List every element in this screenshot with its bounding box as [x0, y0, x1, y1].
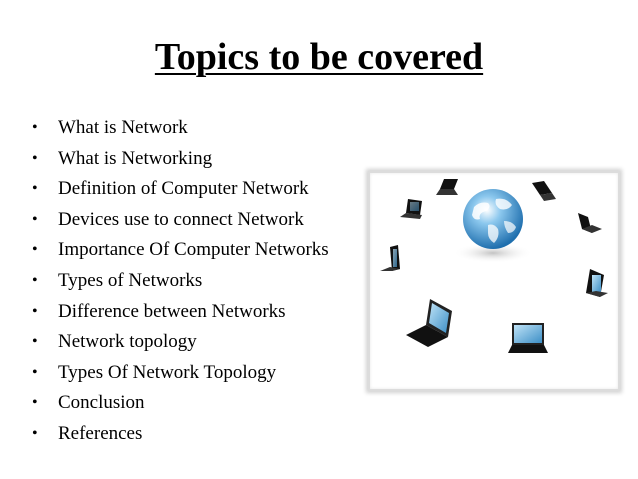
laptop-icon — [436, 179, 458, 195]
laptop-icon — [578, 213, 602, 233]
bullet-icon: • — [32, 180, 38, 198]
list-item: • Importance Of Computer Networks — [30, 235, 329, 266]
bullet-icon: • — [32, 363, 38, 381]
laptop-icon — [586, 269, 608, 297]
list-item: • What is Network — [30, 113, 329, 144]
bullet-icon: • — [32, 394, 38, 412]
laptop-icon — [508, 323, 548, 353]
list-item: • Definition of Computer Network — [30, 174, 329, 205]
list-item: • What is Networking — [30, 144, 329, 175]
bullet-icon: • — [32, 210, 38, 228]
globe-with-laptops-network-icon — [380, 179, 608, 353]
laptop-icon — [400, 199, 422, 219]
list-item: • References — [30, 419, 329, 450]
list-item: • Types of Networks — [30, 266, 329, 297]
list-item-text: References — [58, 422, 143, 444]
globe-icon — [463, 189, 523, 249]
list-item-text: What is Networking — [58, 147, 213, 169]
bullet-icon: • — [32, 302, 38, 320]
list-item-text: Types Of Network Topology — [58, 361, 277, 383]
list-item-text: Devices use to connect Network — [58, 208, 304, 230]
globe-shadow — [453, 243, 533, 263]
laptop-icon — [532, 181, 556, 201]
bullet-icon: • — [32, 149, 38, 167]
list-item-text: Conclusion — [58, 392, 145, 414]
bullet-icon: • — [32, 271, 38, 289]
bullet-icon: • — [32, 119, 38, 136]
slide-title: Topics to be covered — [154, 36, 484, 78]
list-item-text: Definition of Computer Network — [58, 178, 309, 200]
list-item: • Devices use to connect Network — [30, 205, 329, 236]
list-item: • Conclusion — [30, 388, 329, 419]
network-illustration — [368, 171, 620, 391]
laptop-icon — [380, 245, 400, 271]
list-item-text: Types of Networks — [58, 269, 203, 291]
laptop-icon — [406, 299, 452, 347]
list-item-text: Difference between Networks — [58, 300, 286, 322]
list-item-text: Importance Of Computer Networks — [58, 239, 329, 261]
bullet-icon: • — [32, 333, 38, 351]
list-item: • Types Of Network Topology — [30, 358, 329, 389]
list-item-text: Network topology — [58, 331, 197, 353]
list-item: • Difference between Networks — [30, 297, 329, 328]
list-item: • Network topology — [30, 327, 329, 358]
bullet-icon: • — [32, 241, 38, 259]
topic-list: • What is Network • What is Networking • De… — [30, 113, 329, 450]
list-item-text: What is Network — [58, 117, 188, 138]
bullet-icon: • — [32, 424, 38, 442]
